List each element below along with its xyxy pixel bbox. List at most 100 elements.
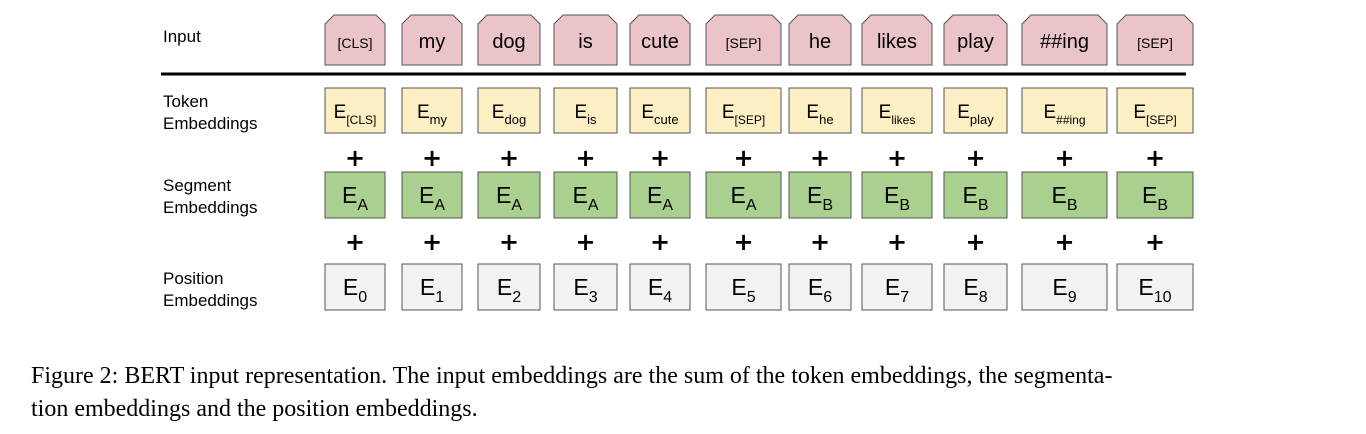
position-embedding-text-7-subscript: 7: [900, 289, 909, 306]
segment-embedding-box-6: [788, 171, 852, 219]
position-embedding-text-1: E1: [420, 274, 444, 306]
segment-embedding-box-9: [1021, 171, 1108, 219]
segment-embedding-box-3: [553, 171, 618, 219]
segment-embedding-text-2-base: E: [496, 182, 511, 208]
token-embedding-text-1-base: E: [417, 102, 430, 123]
input-row-label: Input: [163, 27, 201, 46]
segment-embedding-text-3-base: E: [572, 182, 587, 208]
input-token-text-3: is: [578, 31, 592, 53]
token-embedding-box-2: [477, 87, 541, 134]
input-token-box-9: [1021, 14, 1108, 66]
token-embedding-text-4-base: E: [641, 102, 654, 123]
segment-embedding-text-6: EB: [807, 182, 833, 214]
plus-icon-segment-position-1: +: [422, 228, 442, 256]
position-embedding-text-9: E9: [1052, 274, 1076, 306]
input-token-text-0: [CLS]: [337, 35, 372, 51]
token-embedding-box-9: [1021, 87, 1108, 134]
position-embedding-text-5-base: E: [731, 274, 746, 300]
segment-embedding-box-2: [477, 171, 541, 219]
input-token-box-1: [401, 14, 463, 66]
segment-embedding-text-3: EA: [572, 182, 598, 214]
position-embedding-text-2-base: E: [497, 274, 512, 300]
position-embedding-box-2: [477, 263, 541, 311]
segment-embedding-text-9: EB: [1051, 182, 1077, 214]
token-embedding-text-5-subscript: [SEP]: [735, 113, 766, 127]
plus-icon-segment-position-3: +: [575, 228, 595, 256]
position-embedding-box-10: [1116, 263, 1194, 311]
position-embedding-text-0-base: E: [343, 274, 358, 300]
segment-embedding-text-1-base: E: [419, 182, 434, 208]
plus-icon-segment-position-9: +: [1054, 228, 1074, 256]
input-token-box-7: [861, 14, 933, 66]
token-embedding-box-6: [788, 87, 852, 134]
segment-row-label: Segment Embeddings: [163, 176, 258, 217]
token-embedding-text-10-base: E: [1133, 102, 1146, 123]
input-token-text-2: dog: [492, 31, 525, 53]
position-embedding-text-6-subscript: 6: [823, 289, 832, 306]
position-embedding-text-8-subscript: 8: [979, 289, 988, 306]
token-embedding-text-8-base: E: [957, 102, 970, 123]
input-token-box-8: [943, 14, 1008, 66]
token-label-line2: Embeddings: [163, 114, 258, 133]
position-embedding-text-8: E8: [963, 274, 987, 306]
position-embedding-text-2: E2: [497, 274, 521, 306]
position-embedding-box-1: [401, 263, 463, 311]
segment-embedding-text-8-subscript: B: [978, 197, 989, 214]
position-embedding-box-5: [705, 263, 782, 311]
segment-embedding-text-6-base: E: [807, 182, 822, 208]
token-embedding-text-6-subscript: he: [819, 112, 833, 127]
segment-embedding-text-9-subscript: B: [1067, 197, 1078, 214]
position-embedding-text-0-subscript: 0: [358, 289, 367, 306]
plus-icon-token-segment-2: +: [499, 144, 519, 172]
segment-embedding-text-5-subscript: A: [746, 197, 757, 214]
token-embedding-text-2-subscript: dog: [504, 112, 526, 127]
position-embedding-text-9-base: E: [1052, 274, 1067, 300]
position-embedding-box-9: [1021, 263, 1108, 311]
segment-embedding-box-10: [1116, 171, 1194, 219]
token-embedding-text-4: Ecute: [641, 102, 678, 127]
token-embedding-text-4-subscript: cute: [654, 112, 679, 127]
token-embedding-box-0: [324, 87, 386, 134]
input-token-box-5: [705, 14, 782, 66]
segment-embedding-text-9-base: E: [1051, 182, 1066, 208]
token-embedding-text-10-subscript: [SEP]: [1146, 113, 1177, 127]
position-embedding-text-10-subscript: 10: [1154, 289, 1172, 306]
position-embedding-text-7-base: E: [885, 274, 900, 300]
segment-embedding-text-4-base: E: [647, 182, 662, 208]
token-embedding-text-2-base: E: [492, 102, 505, 123]
position-embedding-text-4: E4: [648, 274, 672, 306]
segment-label-line1: Segment: [163, 176, 231, 195]
input-token-box-0: [324, 14, 386, 66]
segment-embedding-box-1: [401, 171, 463, 219]
token-embedding-box-1: [401, 87, 463, 134]
position-embedding-text-6-base: E: [808, 274, 823, 300]
segment-embedding-text-10-base: E: [1142, 182, 1157, 208]
token-embedding-box-7: [861, 87, 933, 134]
position-embedding-text-0: E0: [343, 274, 367, 306]
segment-embedding-text-6-subscript: B: [822, 197, 833, 214]
token-embedding-text-2: Edog: [492, 102, 526, 127]
plus-icon-token-segment-0: +: [345, 144, 365, 172]
position-embedding-text-6: E6: [808, 274, 832, 306]
segment-embedding-box-0: [324, 171, 386, 219]
segment-embedding-text-0-base: E: [342, 182, 357, 208]
token-embedding-text-7: Elikes: [879, 102, 916, 127]
plus-icon-token-segment-3: +: [575, 144, 595, 172]
position-embedding-box-8: [943, 263, 1008, 311]
plus-icon-token-segment-4: +: [650, 144, 670, 172]
input-token-text-8: play: [957, 31, 994, 53]
position-embedding-text-4-base: E: [648, 274, 663, 300]
position-embedding-box-3: [553, 263, 618, 311]
position-embedding-text-4-subscript: 4: [663, 289, 672, 306]
input-token-box-4: [629, 14, 691, 66]
token-embedding-box-8: [943, 87, 1008, 134]
token-embedding-text-5-base: E: [722, 102, 735, 123]
token-embedding-text-1: Emy: [417, 102, 448, 127]
position-embedding-text-3-subscript: 3: [589, 289, 598, 306]
plus-icon-segment-position-7: +: [887, 228, 907, 256]
token-embedding-text-10: E[SEP]: [1133, 102, 1176, 127]
token-embedding-text-9-base: E: [1043, 102, 1056, 123]
position-embedding-text-10-base: E: [1138, 274, 1153, 300]
segment-embedding-text-7-subscript: B: [899, 197, 910, 214]
segment-embedding-text-2-subscript: A: [511, 197, 522, 214]
